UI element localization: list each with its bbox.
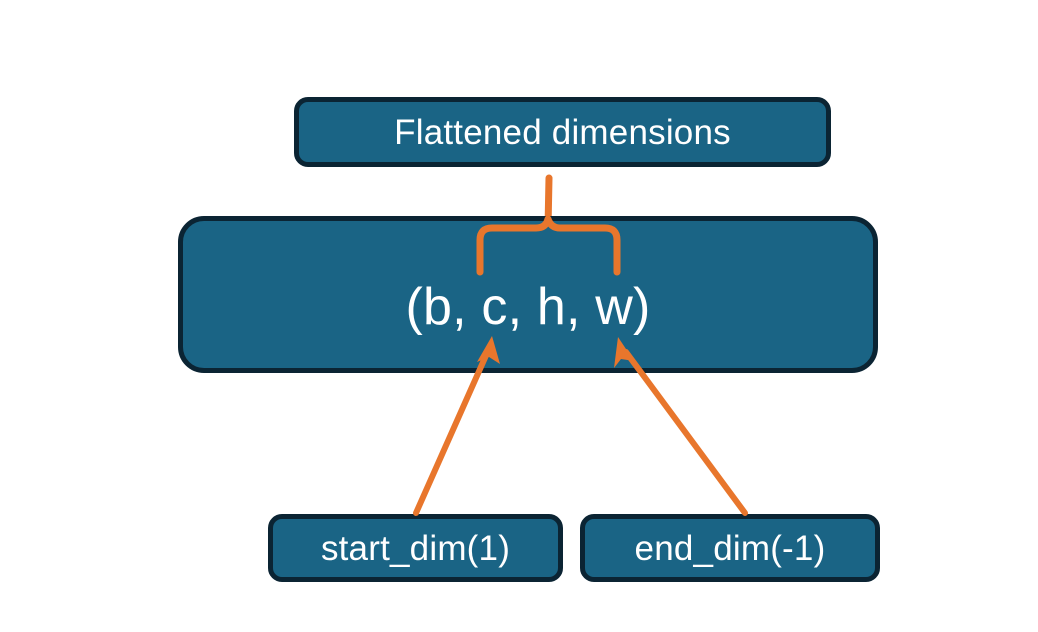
end-dim-label: end_dim(-1) [634,528,826,568]
end-dim-box[interactable]: end_dim(-1) [580,514,880,582]
end-dim-arrow-shaft [623,349,748,516]
start-dim-box[interactable]: start_dim(1) [268,514,563,582]
start-dim-arrow-shaft [413,348,491,516]
start-dim-label: start_dim(1) [320,528,511,568]
flattened-dimensions-label: Flattened dimensions [394,112,731,152]
shape-tuple-box[interactable]: (b, c, h, w) [178,216,878,373]
shape-tuple-label: (b, c, h, w) [405,277,651,336]
flattened-dimensions-box[interactable]: Flattened dimensions [294,97,831,167]
